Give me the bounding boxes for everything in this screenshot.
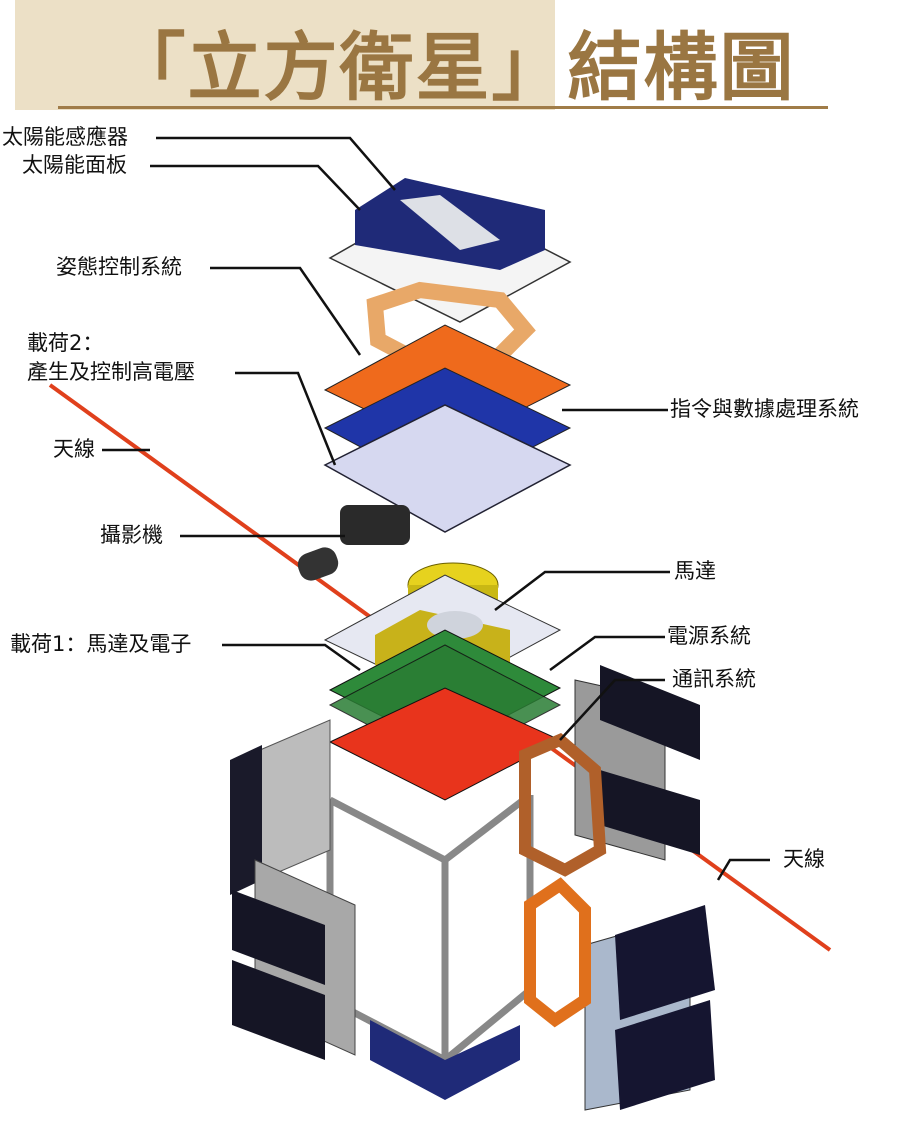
left-solar-a bbox=[232, 890, 325, 985]
leader-lines bbox=[102, 136, 770, 881]
label-antenna-right: 天線 bbox=[783, 847, 825, 871]
label-payload1: 載荷1：馬達及電子 bbox=[10, 632, 192, 656]
bottom-panel bbox=[370, 1020, 520, 1100]
side-coil-lower bbox=[524, 877, 591, 1028]
page-title: 「立方衛星」結構圖 bbox=[111, 25, 796, 111]
label-payload2-desc: 產生及控制高電壓 bbox=[27, 360, 195, 384]
title-divider bbox=[58, 106, 828, 109]
right-solar-d bbox=[615, 1000, 715, 1110]
sun-sensor-strip bbox=[400, 195, 500, 250]
title-band bbox=[15, 0, 555, 110]
label-command-data: 指令與數據處理系統 bbox=[670, 397, 859, 421]
label-sun-sensor: 太陽能感應器 bbox=[2, 125, 128, 149]
left-solar-b bbox=[232, 960, 325, 1060]
camera-lens bbox=[297, 547, 339, 581]
left-panel-upper bbox=[259, 719, 331, 881]
structure-frame bbox=[326, 792, 534, 1064]
label-motor: 馬達 bbox=[674, 559, 716, 583]
right-solar-b bbox=[600, 770, 700, 855]
label-power: 電源系統 bbox=[667, 624, 751, 648]
right-solar-c bbox=[615, 905, 715, 1020]
label-payload2-title: 載荷2： bbox=[27, 331, 104, 355]
attitude-coil bbox=[366, 281, 536, 371]
label-antenna-left: 天線 bbox=[53, 437, 95, 461]
label-camera: 攝影機 bbox=[100, 523, 163, 547]
label-attitude-control: 姿態控制系統 bbox=[56, 255, 182, 279]
left-solar-upper bbox=[230, 745, 262, 895]
label-comms: 通訊系統 bbox=[672, 667, 756, 691]
label-solar-panel: 太陽能面板 bbox=[22, 153, 127, 177]
right-solar-a bbox=[600, 665, 700, 760]
camera-body bbox=[340, 505, 410, 545]
